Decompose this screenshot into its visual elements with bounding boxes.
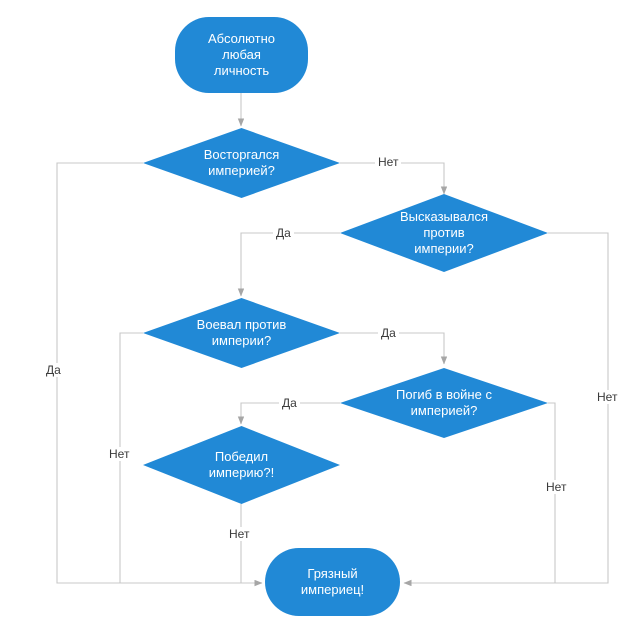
diamond-shape-icon xyxy=(340,368,548,438)
edge-d3-yes-to-d4 xyxy=(340,332,448,365)
edge-d4-yes-to-d5 xyxy=(237,402,340,425)
diamond-shape-icon xyxy=(143,426,340,504)
edge-label-d5-no: Нет xyxy=(226,527,253,541)
edge-label-d4-yes: Да xyxy=(279,396,300,410)
edge-d1-yes-to-end xyxy=(56,162,263,587)
node-decision-defeated-empire[interactable]: Победил империю?! xyxy=(143,426,340,504)
diamond-shape-icon xyxy=(143,298,340,368)
diamond-shape-icon xyxy=(340,194,548,272)
node-decision-fought-against-empire[interactable]: Воевал против империи? xyxy=(143,298,340,368)
edge-d4-no-to-end xyxy=(548,402,556,583)
edge-d1-no-to-d2 xyxy=(340,162,448,195)
edge-label-d1-no: Нет xyxy=(375,155,402,169)
node-end-label: Грязный империец! xyxy=(301,566,364,598)
node-start-line1: Абсолютно xyxy=(208,31,275,46)
node-start[interactable]: Абсолютно любая личность xyxy=(175,17,308,93)
node-start-line2: любая xyxy=(222,47,261,62)
edge-d2-no-to-end xyxy=(403,232,609,587)
node-end-line2: империец! xyxy=(300,582,365,597)
node-decision-admired-empire[interactable]: Восторгался империей? xyxy=(143,128,340,198)
node-end-line1: Грязный xyxy=(307,566,358,581)
node-decision-died-in-war[interactable]: Погиб в войне с империей? xyxy=(340,368,548,438)
edge-d3-no-to-end xyxy=(119,332,143,583)
edge-label-d2-yes: Да xyxy=(273,226,294,240)
node-start-label: Абсолютно любая личность xyxy=(208,31,275,79)
edge-label-d3-yes: Да xyxy=(378,326,399,340)
edge-label-d3-no: Нет xyxy=(106,447,133,461)
diamond-shape-icon xyxy=(143,128,340,198)
node-decision-spoke-against-empire[interactable]: Высказывался против империи? xyxy=(340,194,548,272)
edge-label-d2-no: Нет xyxy=(594,390,621,404)
edge-label-d1-yes: Да xyxy=(43,363,64,377)
node-end-dirty-imperial[interactable]: Грязный империец! xyxy=(265,548,400,616)
node-start-line3: личность xyxy=(213,63,270,78)
edge-label-d4-no: Нет xyxy=(543,480,570,494)
edge-d2-yes-to-d3 xyxy=(237,232,340,297)
